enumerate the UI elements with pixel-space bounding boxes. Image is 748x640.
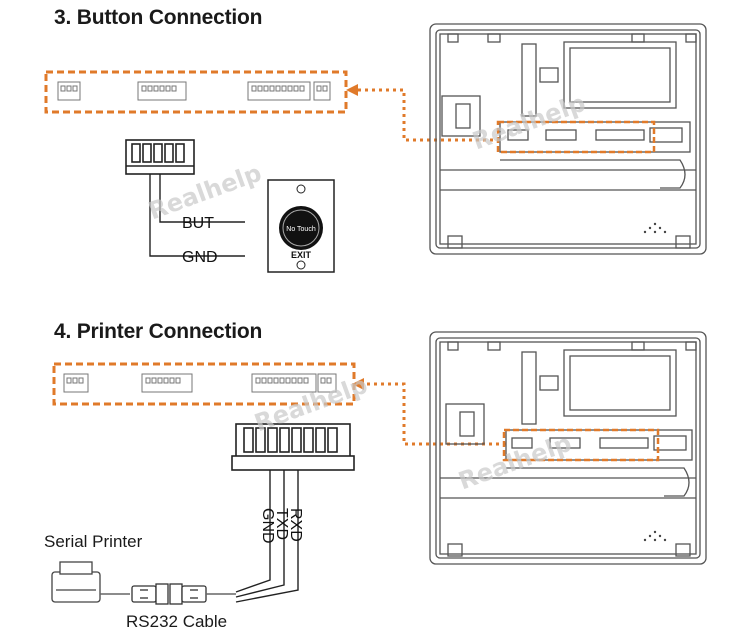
pin-label-gnd: GND bbox=[182, 249, 218, 266]
speaker-grille-icon bbox=[643, 222, 667, 234]
pointer-arrowhead-printer bbox=[352, 378, 364, 390]
wire-txd-printer bbox=[235, 470, 285, 598]
pointer-arrow-button bbox=[356, 88, 500, 142]
printer-plug bbox=[231, 423, 355, 471]
speaker-grille-icon-2 bbox=[643, 530, 667, 542]
wire-gnd bbox=[149, 174, 245, 257]
wire-gnd-printer bbox=[235, 470, 271, 593]
section-title-printer: 4. Printer Connection bbox=[54, 320, 263, 343]
printer-icon bbox=[51, 561, 101, 603]
panel-port-highlight-top bbox=[496, 120, 656, 154]
connector-block-medium bbox=[137, 81, 187, 101]
connector-strip-highlight bbox=[44, 70, 348, 114]
exit-button-caption: EXIT bbox=[291, 250, 312, 260]
pin-label-gnd-printer: GND bbox=[259, 508, 276, 544]
connector-block-large bbox=[247, 81, 331, 101]
device-panel-bottom bbox=[429, 331, 707, 565]
connector-block-small-2 bbox=[63, 373, 89, 393]
rs232-cable-connector bbox=[131, 583, 207, 605]
exit-button-face-label: No Touch bbox=[286, 226, 316, 233]
connector-block-medium-2 bbox=[141, 373, 193, 393]
wire-but bbox=[159, 174, 245, 223]
connector-block-small bbox=[57, 81, 81, 101]
panel-port-highlight-bottom bbox=[502, 428, 660, 462]
exit-button-device: No Touch EXIT bbox=[267, 179, 335, 273]
pointer-arrowhead-button bbox=[346, 84, 358, 96]
device-panel-top bbox=[429, 23, 707, 255]
section-title-button: 3. Button Connection bbox=[54, 6, 263, 29]
pin-label-txd-printer: TXD bbox=[273, 508, 290, 540]
pin-label-but: BUT bbox=[182, 215, 214, 232]
wire-rxd-printer bbox=[235, 470, 299, 603]
rs232-cable-label: RS232 Cable bbox=[126, 612, 228, 631]
button-connection-diagram: BUT GND No Touch EXIT bbox=[44, 23, 707, 273]
connector-block-large-2 bbox=[251, 373, 337, 393]
serial-printer-label: Serial Printer bbox=[44, 532, 143, 551]
pin-label-rxd-printer: RXD bbox=[287, 508, 304, 542]
